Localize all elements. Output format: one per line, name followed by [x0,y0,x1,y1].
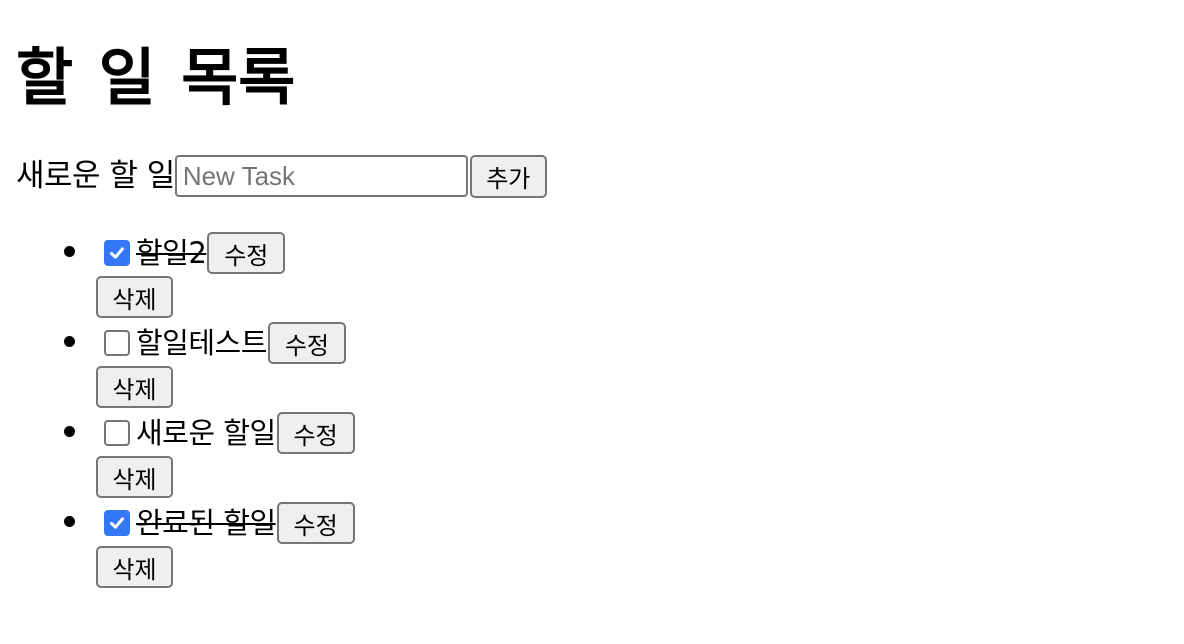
todo-text: 할일2 [136,236,207,270]
checkmark-icon [110,517,124,529]
bullet-icon [64,426,75,437]
todo-item: 새로운 할일 수정 삭제 [64,411,1168,501]
todo-text: 새로운 할일 [136,416,276,450]
todo-checkbox[interactable] [104,420,130,446]
todo-list: 할일2 수정 삭제 할일테스트 수정 삭제 새로운 할일 [16,231,1168,591]
todo-item: 할일2 수정 삭제 [64,231,1168,321]
edit-button[interactable]: 수정 [267,322,346,364]
todo-checkbox[interactable] [104,510,130,536]
delete-button[interactable]: 삭제 [96,456,173,498]
delete-button[interactable]: 삭제 [96,546,173,588]
delete-button[interactable]: 삭제 [96,366,173,408]
edit-button[interactable]: 수정 [276,412,355,454]
page-title: 할 일 목록 [16,41,296,114]
todo-item: 할일테스트 수정 삭제 [64,321,1168,411]
todo-page: 할 일 목록 새로운 할 일 추가 할일2 수정 삭제 할일테스트 [16,41,1168,591]
checkmark-icon [110,247,124,259]
new-task-label: 새로운 할 일 [16,158,175,194]
todo-checkbox[interactable] [104,330,130,356]
bullet-icon [64,516,75,527]
todo-text: 할일테스트 [136,326,267,360]
edit-button[interactable]: 수정 [207,232,286,274]
edit-button[interactable]: 수정 [276,502,355,544]
todo-item: 완료된 할일 수정 삭제 [64,501,1168,591]
new-task-input[interactable] [174,155,468,197]
todo-text: 완료된 할일 [136,506,276,540]
delete-button[interactable]: 삭제 [96,276,173,318]
add-button[interactable]: 추가 [469,154,547,198]
bullet-icon [64,336,75,347]
todo-checkbox[interactable] [104,240,130,266]
add-task-form: 새로운 할 일 추가 [16,154,1168,198]
bullet-icon [64,246,75,257]
